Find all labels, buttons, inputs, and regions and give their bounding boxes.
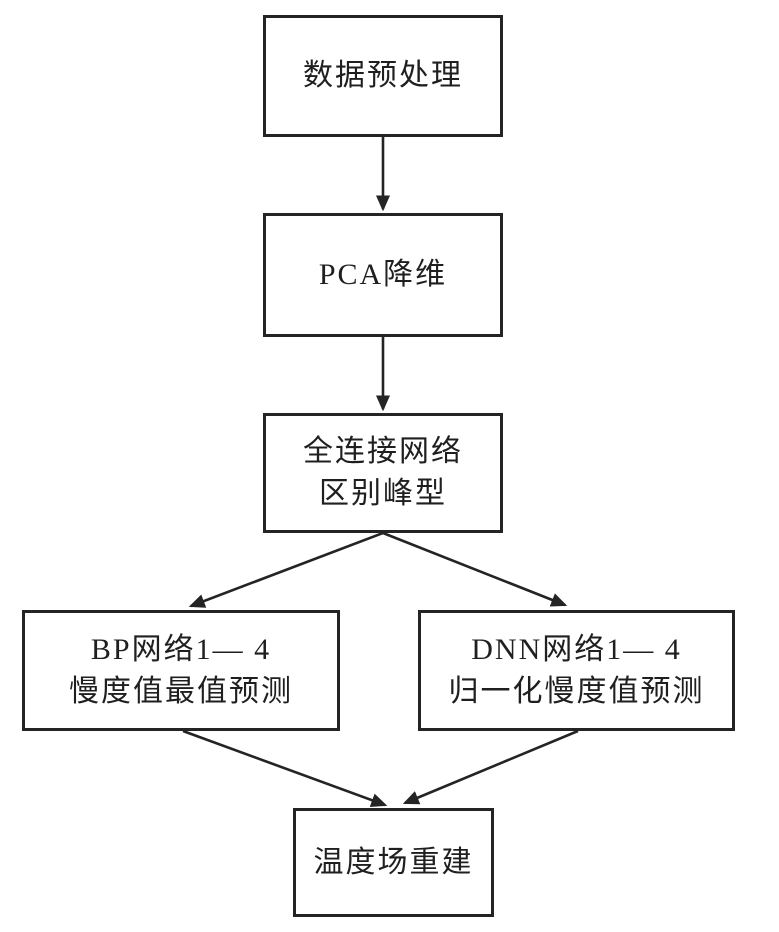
node-label-line: 慢度值最值预测: [69, 674, 293, 708]
node-dnn-networks: DNN网络1— 4 归一化慢度值预测: [418, 610, 735, 731]
node-label-line: 温度场重建: [313, 845, 474, 879]
node-label-line: 归一化慢度值预测: [448, 674, 705, 708]
node-temperature-field-reconstruction: 温度场重建: [293, 808, 494, 917]
node-label-line: 数据预处理: [303, 59, 463, 92]
node-fully-connected-network: 全连接网络 区别峰型: [263, 413, 503, 533]
arrow-fully-connected-to-dnn: [382, 531, 568, 607]
arrow-bp-to-reconstruction: [182, 729, 388, 807]
node-pca-dimension-reduction: PCA降维: [263, 213, 503, 337]
node-data-preprocessing: 数据预处理: [263, 15, 503, 137]
node-bp-networks: BP网络1— 4 慢度值最值预测: [22, 610, 340, 731]
arrow-fully-connected-to-bp: [188, 531, 384, 608]
node-label-line: 区别峰型: [319, 477, 447, 510]
arrow-dnn-to-reconstruction: [402, 729, 579, 805]
node-label-line: PCA降维: [318, 258, 448, 291]
node-label-line: DNN网络1— 4: [471, 632, 682, 666]
node-label-line: BP网络1— 4: [90, 632, 272, 666]
node-label-line: 全连接网络: [303, 435, 463, 468]
